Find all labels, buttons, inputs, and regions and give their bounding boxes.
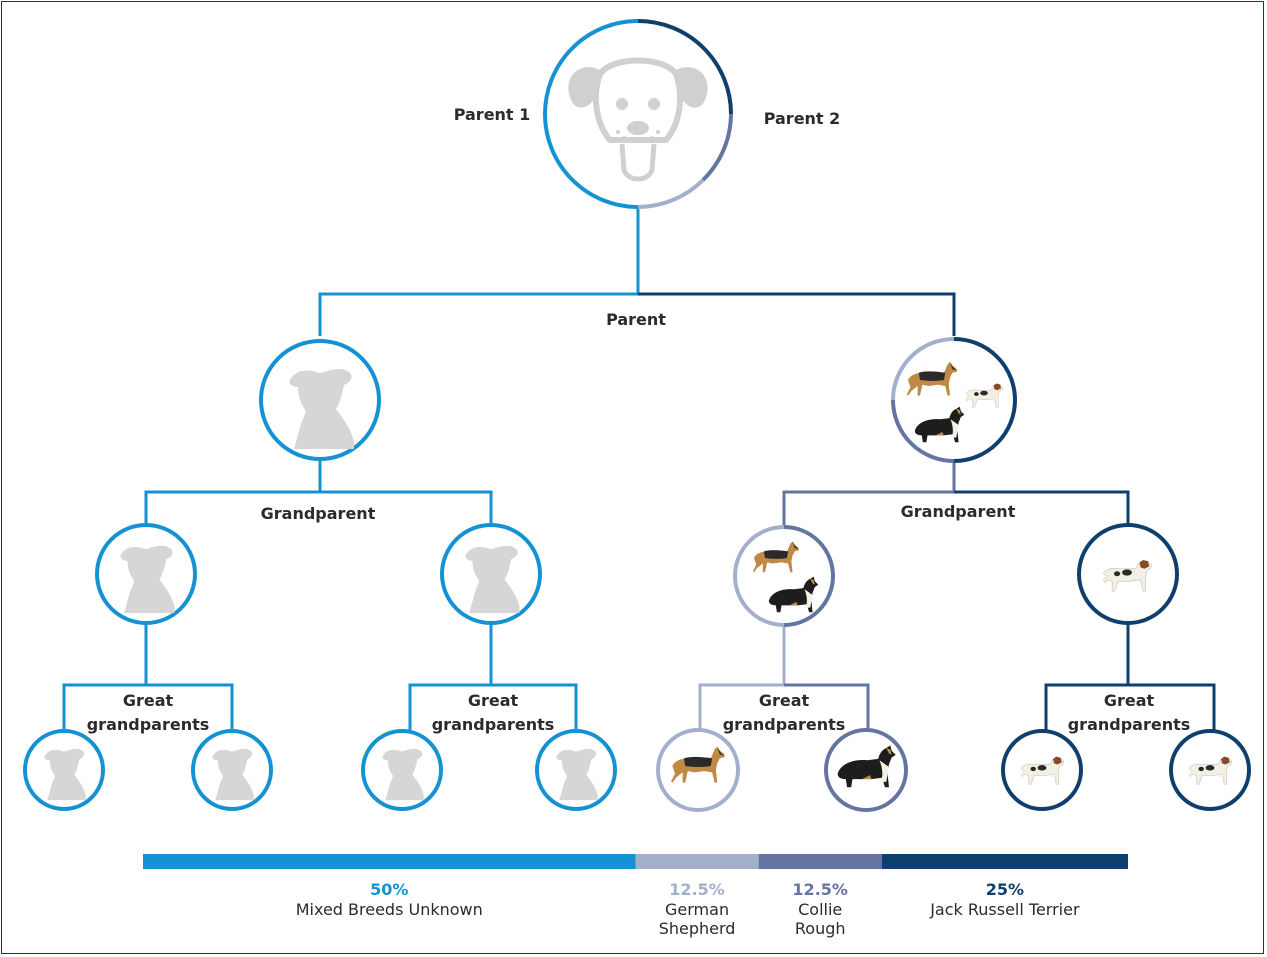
root-dog-node — [543, 19, 733, 209]
legend-name-collie: Collie — [798, 900, 842, 919]
legend-percent-jack-russell: 25% — [986, 880, 1024, 899]
great-grandparent-node-6 — [824, 728, 908, 812]
great-grandparent-node-5 — [656, 728, 740, 812]
connector-lines — [62, 206, 1216, 730]
grandparent-label-right: Grandparent — [901, 502, 1016, 521]
parent-label: Parent — [606, 310, 666, 329]
great-grandparents-label-3: Great grandparents — [723, 691, 846, 734]
great-grandparent-node-8 — [1169, 729, 1251, 811]
great-grandparent-node-3 — [361, 729, 443, 811]
svg-text:Great: Great — [123, 691, 174, 710]
legend-name-german-shepherd: Shepherd — [659, 919, 736, 938]
bar-segment-jack-russell — [881, 854, 1128, 869]
great-grandparent-node-1 — [23, 729, 105, 811]
parent-node-breeds — [891, 337, 1017, 463]
breed-legend: 50%Mixed Breeds Unknown12.5%GermanShephe… — [296, 880, 1080, 938]
grandparent-node-3 — [733, 525, 835, 627]
grandparent-node-4 — [1077, 523, 1179, 625]
svg-text:Great: Great — [468, 691, 519, 710]
bar-segment-mixed — [143, 854, 636, 869]
parent-1-label: Parent 1 — [454, 105, 531, 124]
great-grandparent-node-4 — [535, 729, 617, 811]
svg-text:Great: Great — [759, 691, 810, 710]
legend-percent-collie: 12.5% — [792, 880, 848, 899]
grandparent-node-2 — [440, 523, 542, 625]
svg-text:grandparents: grandparents — [432, 715, 555, 734]
great-grandparent-node-2 — [191, 729, 273, 811]
legend-percent-german-shepherd: 12.5% — [669, 880, 725, 899]
great-grandparents-label-4: Great grandparents — [1068, 691, 1191, 734]
legend-name-german-shepherd: German — [665, 900, 729, 919]
svg-text:Great: Great — [1104, 691, 1155, 710]
bar-segment-german-shepherd — [635, 854, 759, 869]
legend-percent-mixed: 50% — [370, 880, 408, 899]
svg-text:grandparents: grandparents — [723, 715, 846, 734]
great-grandparent-node-7 — [1001, 729, 1083, 811]
legend-name-jack-russell: Jack Russell Terrier — [929, 900, 1080, 919]
dog-face-icon — [568, 57, 708, 182]
grandparent-node-1 — [95, 523, 197, 625]
legend-name-mixed: Mixed Breeds Unknown — [296, 900, 483, 919]
great-grandparents-label-1: Great grandparents — [87, 691, 210, 734]
bar-segment-collie — [758, 854, 882, 869]
legend-name-collie: Rough — [795, 919, 846, 938]
svg-text:grandparents: grandparents — [1068, 715, 1191, 734]
svg-text:grandparents: grandparents — [87, 715, 210, 734]
parent-2-label: Parent 2 — [764, 109, 841, 128]
great-grandparents-label-2: Great grandparents — [432, 691, 555, 734]
breed-share-bar — [143, 854, 1128, 869]
grandparent-label-left: Grandparent — [261, 504, 376, 523]
parent-node-mixed — [259, 339, 381, 461]
